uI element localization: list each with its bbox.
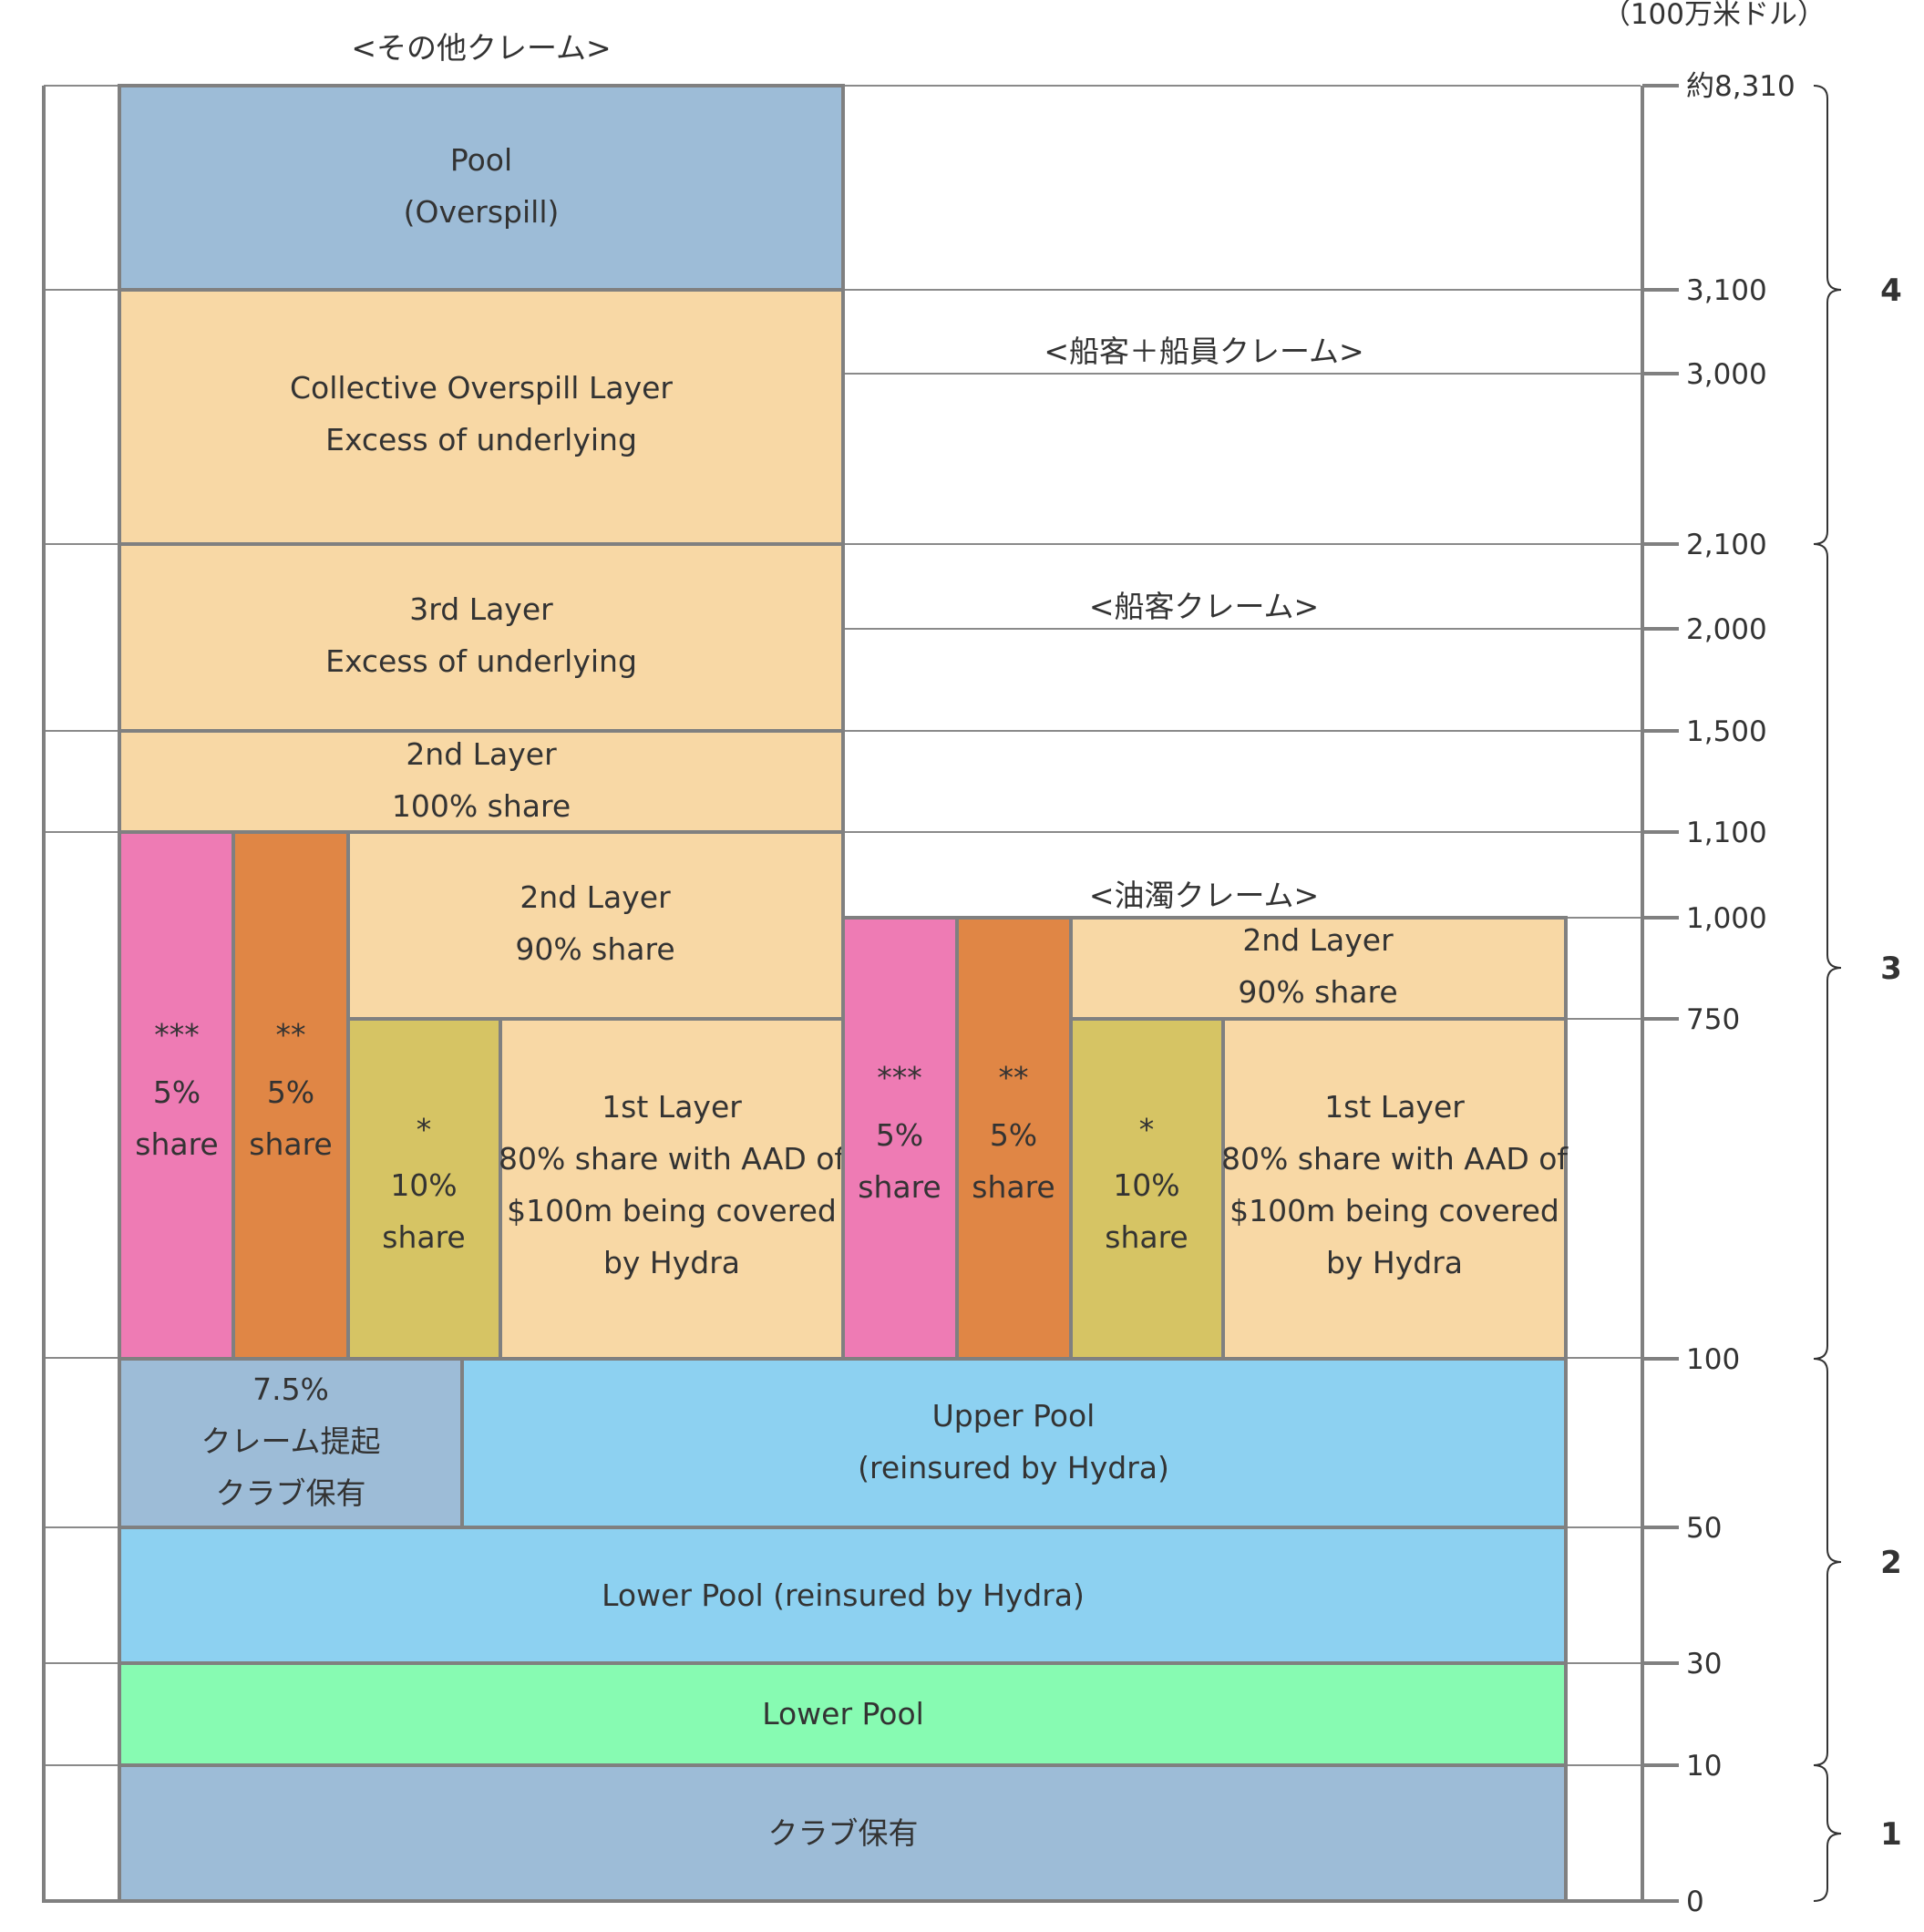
label-passenger-crew-claims: <船客＋船員クレーム> [1044,334,1363,369]
unit-label: （100万米ドル） [1602,0,1826,31]
right-second-layer-90-block: 2nd Layer 90% share [1069,916,1568,1021]
left-share-double-block: ** 5% share [231,830,350,1361]
lower-pool-hydra-block: Lower Pool (reinsured by Hydra) [118,1526,1568,1665]
svg-text:5%: 5% [267,1074,314,1110]
axis-tick-label: 30 [1686,1648,1722,1680]
group-label: 3 [1880,951,1902,987]
left-share-triple-block: *** 5% share [118,830,235,1361]
right-share-10-block: * 10% share [1069,1017,1225,1361]
collective-overspill-line-2: Excess of underlying [325,422,637,457]
pool-overspill-line-2: (Overspill) [404,194,560,230]
svg-text:Lower Pool: Lower Pool [762,1696,924,1732]
svg-text:1st Layer: 1st Layer [1324,1089,1465,1125]
svg-text:share: share [972,1169,1055,1205]
svg-text:5%: 5% [876,1117,923,1153]
group-label: 2 [1880,1545,1902,1581]
axis-tick-label: 0 [1686,1886,1704,1918]
club-retention-75-block: 7.5% クレーム提起 クラブ保有 [118,1357,464,1529]
label-passenger-claims: <船客クレーム> [1089,589,1319,624]
group-labels: 4 3 2 1 [1880,272,1902,1853]
svg-text:90% share: 90% share [1238,974,1397,1010]
right-share-double-block: ** 5% share [955,916,1073,1361]
group-label: 1 [1880,1816,1902,1853]
pool-overspill-line-1: Pool [450,142,512,178]
pool-overspill-block: Pool (Overspill) [118,84,845,292]
left-second-layer-90-block: 2nd Layer 90% share [346,830,845,1021]
axis-tick-label: 1,000 [1686,902,1767,935]
axis-tick-label: 3,100 [1686,274,1767,307]
svg-text:**: ** [999,1060,1029,1095]
second-layer-100-line-2: 100% share [392,788,571,824]
axis-tick-label: 10 [1686,1750,1722,1783]
upper-pool-block: Upper Pool (reinsured by Hydra) [460,1357,1568,1529]
left-share-10-block: * 10% share [346,1017,502,1361]
svg-text:7.5%: 7.5% [252,1372,329,1407]
svg-text:5%: 5% [990,1117,1037,1153]
axis-tick-label: 1,500 [1686,715,1767,748]
svg-text:share: share [858,1169,941,1205]
svg-text:share: share [135,1126,218,1162]
svg-text:$100m being covered: $100m being covered [1230,1193,1559,1228]
collective-overspill-line-1: Collective Overspill Layer [290,370,673,406]
axis-tick-label: 50 [1686,1512,1722,1545]
right-share-triple-block: *** 5% share [841,916,959,1361]
axis-tick-label: 2,000 [1686,613,1767,646]
svg-text:Lower Pool (reinsured by Hydra: Lower Pool (reinsured by Hydra) [602,1577,1085,1613]
svg-text:*: * [417,1112,432,1147]
svg-text:クラブ保有: クラブ保有 [768,1815,919,1851]
svg-text:クレーム提起: クレーム提起 [201,1423,380,1459]
label-other-claims: <その他クレーム> [351,30,611,66]
svg-text:1st Layer: 1st Layer [602,1089,742,1125]
svg-text:***: *** [154,1017,200,1053]
svg-text:***: *** [877,1060,922,1095]
svg-text:*: * [1139,1112,1155,1147]
label-oil-claims: <油濁クレーム> [1089,878,1319,913]
svg-text:10%: 10% [390,1167,457,1203]
svg-text:Upper Pool: Upper Pool [932,1398,1096,1434]
group-braces [1813,85,1842,1902]
svg-text:share: share [1105,1219,1188,1255]
left-first-layer-block: 1st Layer 80% share with AAD of $100m be… [499,1017,846,1361]
svg-text:$100m being covered: $100m being covered [507,1193,837,1228]
axis-tick-label: 1,100 [1686,817,1767,849]
axis-tick-label: 3,000 [1686,358,1767,391]
svg-text:by Hydra: by Hydra [1326,1245,1463,1280]
axis-tick-label: 750 [1686,1003,1740,1036]
svg-text:80% share with AAD of: 80% share with AAD of [1221,1141,1569,1177]
axis-ticks: 約8,310 3,100 3,000 2,100 2,000 1,500 1,100 1,00… [1642,70,1795,1918]
axis-tick-label: 約8,310 [1686,70,1795,103]
svg-text:80% share with AAD of: 80% share with AAD of [499,1141,846,1177]
section-labels: <その他クレーム> <船客＋船員クレーム> <船客クレーム> <油濁クレーム> [351,30,1363,913]
axis-tick-label: 2,100 [1686,529,1767,561]
svg-text:2nd Layer: 2nd Layer [520,879,671,915]
svg-text:by Hydra: by Hydra [603,1245,740,1280]
svg-text:share: share [382,1219,465,1255]
svg-text:5%: 5% [153,1074,201,1110]
third-layer-block: 3rd Layer Excess of underlying [118,542,845,733]
second-layer-100-block: 2nd Layer 100% share [118,729,845,834]
svg-text:share: share [249,1126,332,1162]
svg-text:**: ** [276,1017,306,1053]
club-retention-block: クラブ保有 [118,1763,1568,1903]
svg-text:クラブ保有: クラブ保有 [216,1475,366,1511]
third-layer-line-1: 3rd Layer [409,591,553,627]
group-label: 4 [1880,272,1902,309]
lower-pool-block: Lower Pool [118,1661,1568,1767]
second-layer-100-line-1: 2nd Layer [406,736,557,772]
svg-text:90% share: 90% share [515,931,674,967]
axis-tick-label: 100 [1686,1343,1740,1376]
third-layer-line-2: Excess of underlying [325,643,637,679]
right-axis: （100万米ドル） [1602,0,1826,1903]
svg-text:2nd Layer: 2nd Layer [1242,922,1394,958]
svg-text:10%: 10% [1113,1167,1179,1203]
right-first-layer-block: 1st Layer 80% share with AAD of $100m be… [1221,1017,1569,1361]
collective-overspill-block: Collective Overspill Layer Excess of und… [118,288,845,546]
svg-text:(reinsured by Hydra): (reinsured by Hydra) [858,1450,1169,1485]
